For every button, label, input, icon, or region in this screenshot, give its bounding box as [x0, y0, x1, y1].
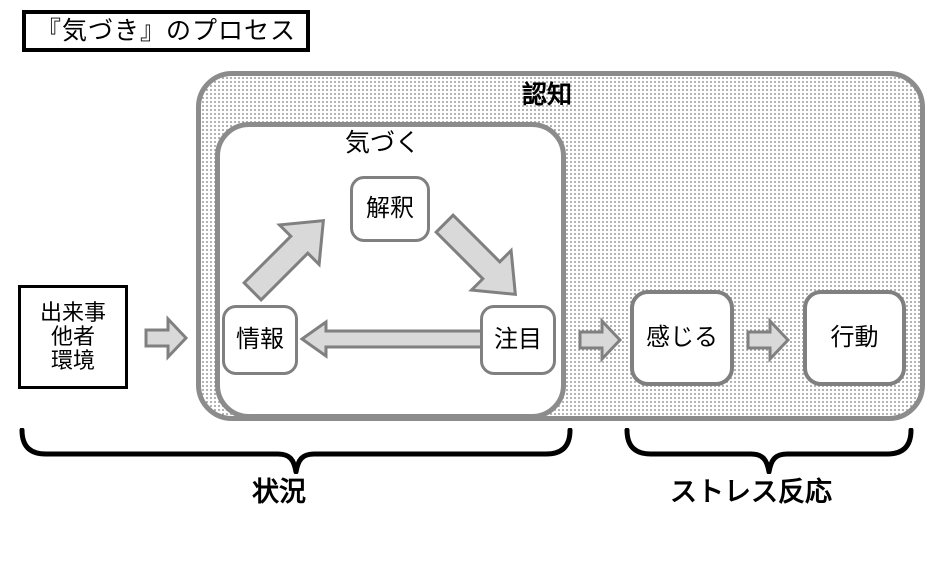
source-line-1: 出来事 [39, 299, 106, 325]
situation-brace-label: 状況 [252, 477, 306, 507]
node-information-label: 情報 [236, 326, 284, 353]
interpretation-to-attention-arrow [424, 203, 536, 315]
cognition-panel-label: 認知 [522, 81, 573, 109]
node-behavior-label: 行動 [830, 324, 879, 351]
stress-response-brace-label: ストレス反応 [670, 477, 832, 507]
diagram-title-text: 『気づき』のプロセス [35, 16, 296, 45]
node-feel-label: 感じる [646, 324, 718, 351]
cognition-to-feel-arrow [578, 317, 623, 363]
node-attention: 注目 [480, 305, 556, 375]
input-arrow [144, 315, 189, 361]
source-line-3: 環境 [50, 348, 95, 374]
diagram-title-box: 『気づき』のプロセス [22, 10, 310, 52]
node-feel: 感じる [630, 290, 734, 386]
stress-response-brace [623, 428, 915, 474]
feel-to-behavior-arrow [746, 317, 791, 363]
awareness-panel-label: 気づく [345, 129, 421, 157]
node-information: 情報 [222, 305, 298, 375]
source-box: 出来事 他者 環境 [18, 285, 128, 389]
node-interpretation-label: 解釈 [366, 195, 414, 222]
attention-to-information-arrow [299, 318, 484, 360]
source-line-2: 他者 [50, 323, 95, 349]
information-to-interpretation-arrow [232, 200, 344, 312]
node-behavior: 行動 [803, 290, 906, 386]
situation-brace [18, 428, 574, 474]
node-interpretation: 解釈 [350, 176, 430, 242]
node-attention-label: 注目 [494, 326, 542, 353]
